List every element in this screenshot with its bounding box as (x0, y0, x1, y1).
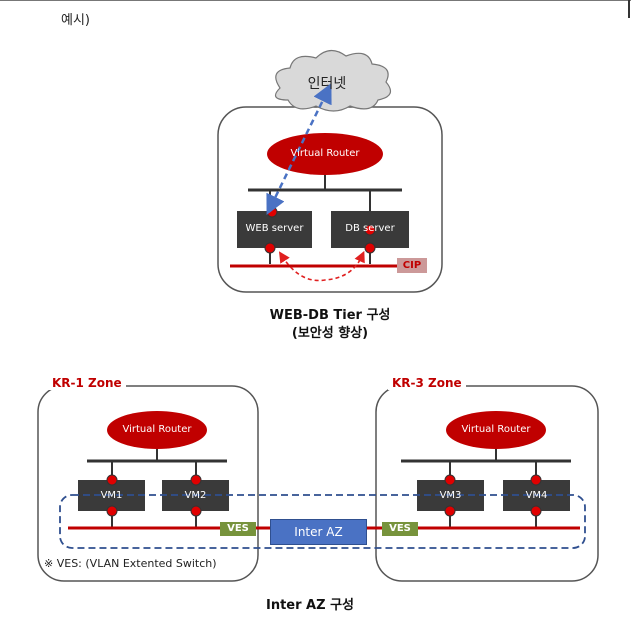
tier-diagram (217, 49, 443, 293)
db-port-top (364, 224, 376, 236)
web-port-bottom (264, 242, 276, 254)
web-db-cip-arrow (278, 250, 365, 282)
zone2-router-shape (446, 411, 546, 449)
web-server-label: WEB server (245, 223, 304, 234)
internet-cloud-label: 인터넷 (307, 76, 347, 92)
tier-router-label: Virtual Router (290, 148, 360, 159)
db-port-bottom (364, 242, 376, 254)
vm4-label: VM4 (525, 490, 548, 501)
internet-web-arrow (266, 83, 332, 215)
zone2-label: KR-3 Zone (388, 376, 466, 390)
cip-tag: CIP (397, 258, 427, 273)
ves-footnote: ※ VES: (VLAN Extented Switch) (44, 557, 217, 570)
web-server-box (237, 211, 312, 248)
web-port-top (266, 206, 278, 218)
zone1-ves-tag: VES (220, 522, 256, 536)
tier-caption-line1: WEB-DB Tier 구성 (269, 308, 391, 323)
inter-az-box: Inter AZ (270, 519, 367, 545)
az-diagram (37, 385, 599, 582)
zone2-ves-tag: VES (382, 522, 418, 536)
vm2-label: VM2 (184, 490, 207, 501)
zone1-router-label: Virtual Router (122, 424, 192, 435)
extended-vlan-outline (59, 494, 586, 549)
az-caption: Inter AZ 구성 (266, 598, 354, 613)
page-heading: 예시) (61, 13, 90, 28)
zone2-router-label: Virtual Router (461, 424, 531, 435)
tier-caption-line2: (보안성 향상) (291, 326, 369, 341)
vm3-label: VM3 (439, 490, 462, 501)
zone1-label: KR-1 Zone (48, 376, 126, 390)
page-corner-mark (628, 0, 630, 18)
db-server-label: DB server (345, 223, 395, 234)
top-rule (0, 0, 631, 1)
zone1-router-shape (107, 411, 207, 449)
vm1-label: VM1 (100, 490, 123, 501)
